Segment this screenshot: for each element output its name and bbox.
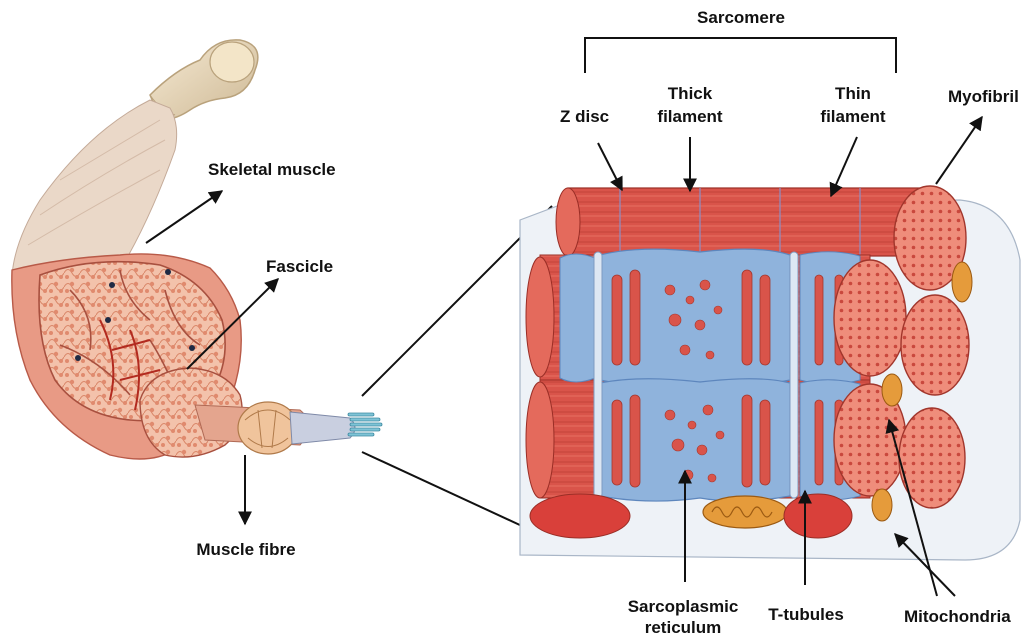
tendon	[12, 100, 177, 275]
skeletal-muscle-pointer	[146, 191, 222, 243]
label-thin-filament-line2: filament	[820, 106, 885, 127]
label-thin-filament-line1: Thin	[835, 83, 871, 104]
sarcomere-bracket	[585, 38, 896, 73]
label-fascicle: Fascicle	[266, 256, 333, 277]
label-sarcomere: Sarcomere	[697, 7, 785, 28]
myofibril-pointer	[936, 117, 982, 184]
z-disc-pointer	[598, 143, 622, 190]
label-sarcoplasmic-reticulum-line2: reticulum	[645, 617, 722, 638]
label-t-tubules: T-tubules	[768, 604, 844, 625]
label-thick-filament-line1: Thick	[668, 83, 712, 104]
label-mitochondria: Mitochondria	[904, 606, 1011, 627]
label-sarcoplasmic-reticulum-line1: Sarcoplasmic	[628, 596, 739, 617]
label-myofibril: Myofibril	[948, 86, 1019, 107]
label-muscle-fibre: Muscle fibre	[196, 539, 295, 560]
sarcoplasmic-reticulum-rows	[526, 249, 870, 501]
label-z-disc: Z disc	[560, 106, 609, 127]
top-myofibril	[568, 188, 930, 256]
whole-muscle-illustration	[12, 40, 382, 459]
label-skeletal-muscle: Skeletal muscle	[208, 159, 336, 180]
thin-filament-pointer	[831, 137, 857, 196]
label-thick-filament-line2: filament	[657, 106, 722, 127]
zoom-line-bottom	[362, 452, 522, 526]
myofibril-block-illustration	[520, 186, 1020, 560]
